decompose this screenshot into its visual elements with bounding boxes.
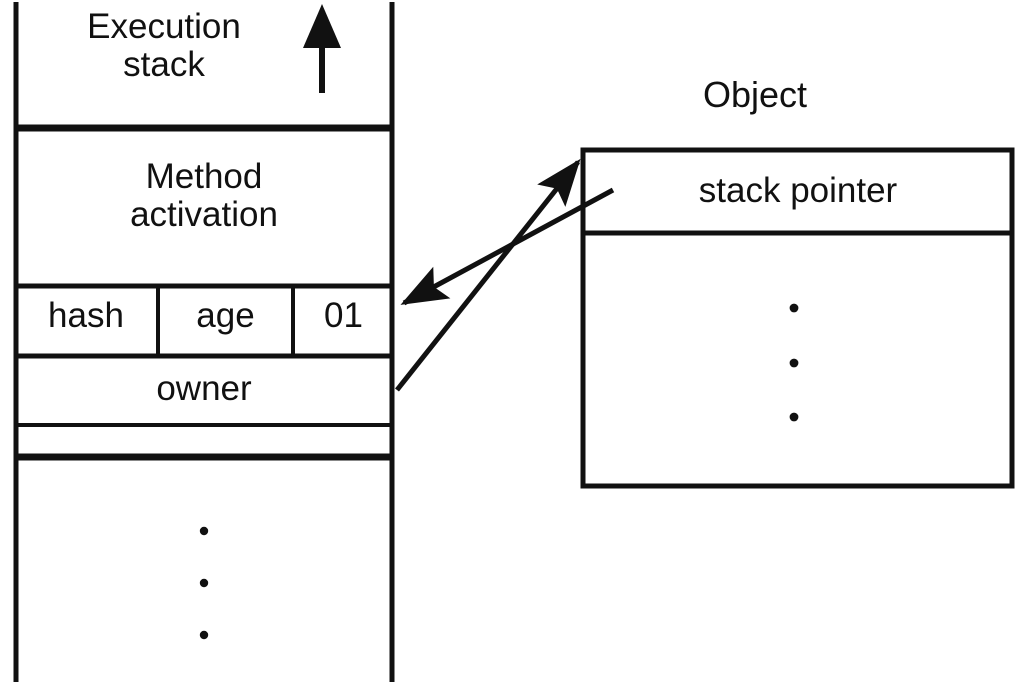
object-field-stack-pointer: stack pointer: [698, 171, 898, 210]
slot-cell-age: age: [196, 296, 255, 335]
stack-outline: [13, 2, 395, 682]
object-continuation-dots: [789, 303, 799, 422]
owner-row-label: owner: [156, 369, 252, 408]
stack-continuation-dots: [199, 526, 209, 640]
object-box: [580, 147, 1015, 489]
owner-to-object-arrow: [395, 158, 581, 392]
method-activation-label: Method activation: [130, 157, 278, 234]
slot-row-dividers: [156, 286, 295, 356]
slot-cell-hash: hash: [48, 296, 124, 335]
execution-stack-caption: Execution stack: [87, 7, 241, 84]
stack-pointer-to-slot-arrow: [400, 187, 615, 306]
object-caption: Object: [702, 74, 808, 115]
up-arrow-icon: [303, 4, 341, 93]
stack-separators: [14, 124, 394, 461]
slot-cell-flag: 01: [324, 296, 363, 335]
